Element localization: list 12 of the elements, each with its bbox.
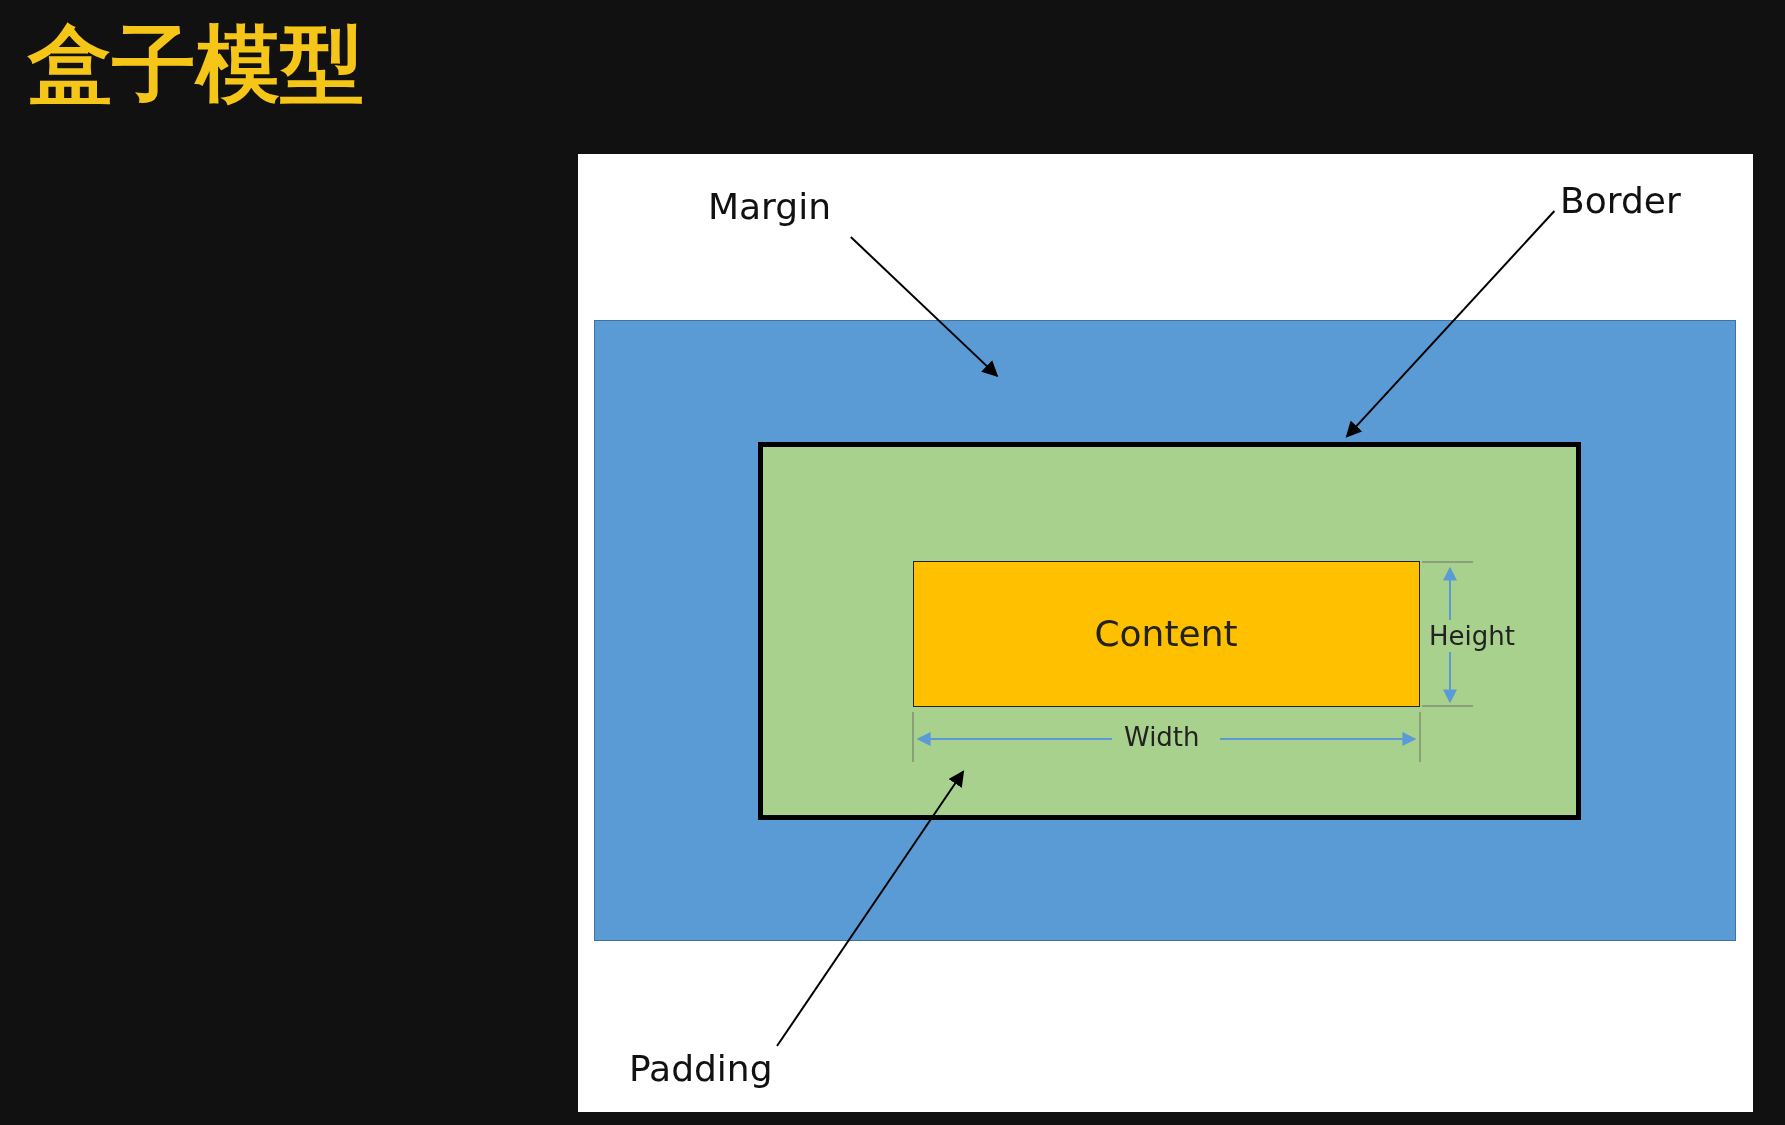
leader-line xyxy=(1345,210,1556,438)
callout-label: Padding xyxy=(629,1048,789,1098)
leader-line xyxy=(776,770,965,1047)
content-box: Content xyxy=(912,560,1420,707)
dimension-label: Width xyxy=(1124,722,1200,752)
leader-line xyxy=(849,236,999,377)
padding-area xyxy=(757,441,1581,820)
dimension-label: Height xyxy=(1429,621,1515,651)
callout-label: Margin xyxy=(708,186,848,236)
title: 盒子模型 xyxy=(28,14,364,115)
callout-label: Border xyxy=(1560,180,1700,230)
margin-area xyxy=(594,320,1736,941)
